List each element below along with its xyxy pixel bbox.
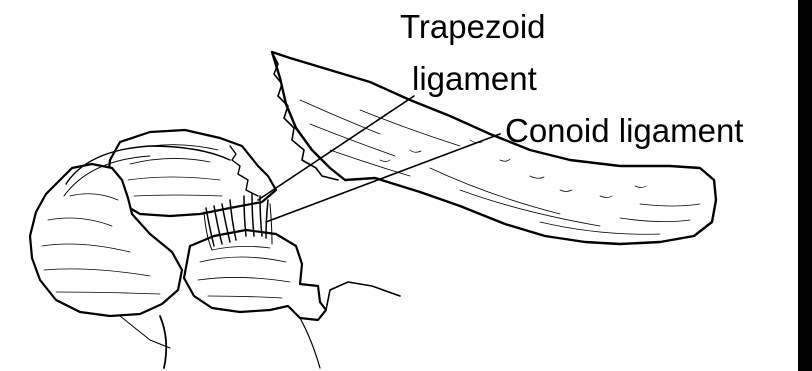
trapezoid-ligament-label-line1: Trapezoid <box>400 8 546 46</box>
right-edge-strip <box>798 0 812 371</box>
conoid-ligament-label: Conoid ligament <box>505 112 743 150</box>
acromion-illustration <box>108 130 276 216</box>
trapezoid-ligament-label-line2: ligament <box>412 60 537 98</box>
